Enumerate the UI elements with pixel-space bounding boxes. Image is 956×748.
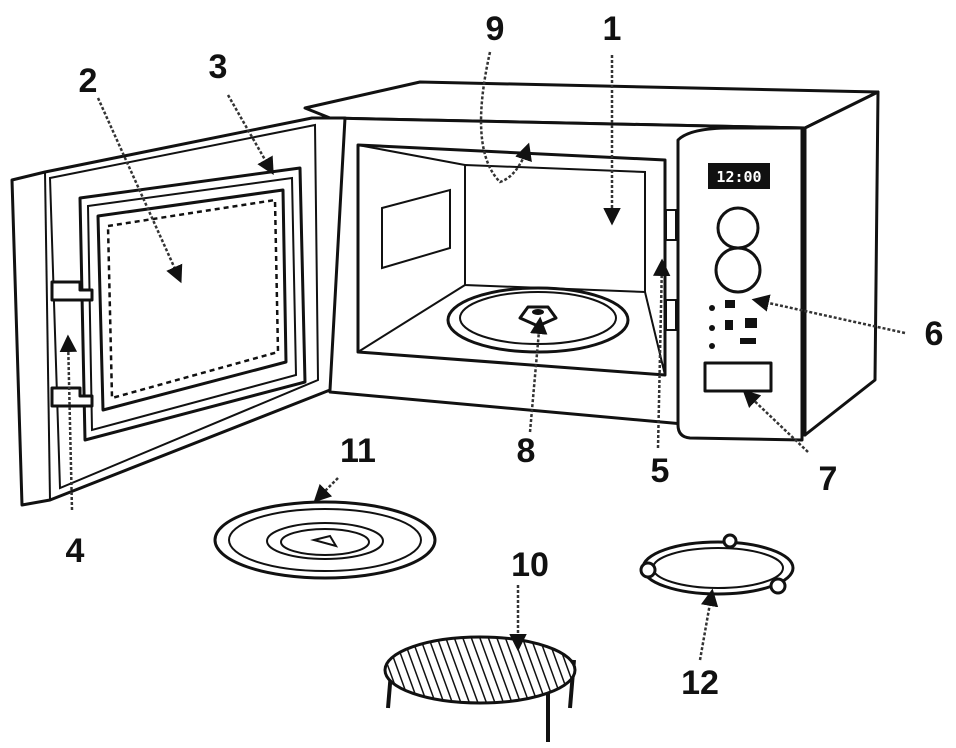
callout-9: 9 xyxy=(486,10,505,48)
callout-10: 10 xyxy=(511,546,549,584)
roller-ring xyxy=(639,533,795,596)
control-panel: 12:00 xyxy=(676,126,804,442)
turntable-in-cavity xyxy=(446,286,630,354)
indicator-icons xyxy=(709,300,757,349)
callout-12: 12 xyxy=(681,664,719,702)
power-knob[interactable] xyxy=(716,206,760,250)
callout-labels: 1 2 3 4 5 6 7 8 9 10 11 12 xyxy=(66,10,944,702)
callout-5: 5 xyxy=(651,452,670,490)
grill-rack xyxy=(383,635,577,742)
callout-11: 11 xyxy=(340,432,376,470)
callout-3: 3 xyxy=(209,48,228,86)
callout-1: 1 xyxy=(603,10,622,48)
callout-6: 6 xyxy=(925,315,944,353)
timer-knob[interactable] xyxy=(714,246,762,294)
glass-tray xyxy=(213,500,437,580)
display-text: 12:00 xyxy=(716,168,761,186)
callout-2: 2 xyxy=(79,62,98,100)
door-release-button[interactable] xyxy=(703,361,773,393)
callout-8: 8 xyxy=(517,432,536,470)
callout-4: 4 xyxy=(66,532,85,570)
digital-display xyxy=(708,163,770,189)
callout-7: 7 xyxy=(819,460,838,498)
microwave-door xyxy=(10,116,347,507)
leader-lines xyxy=(59,51,906,661)
